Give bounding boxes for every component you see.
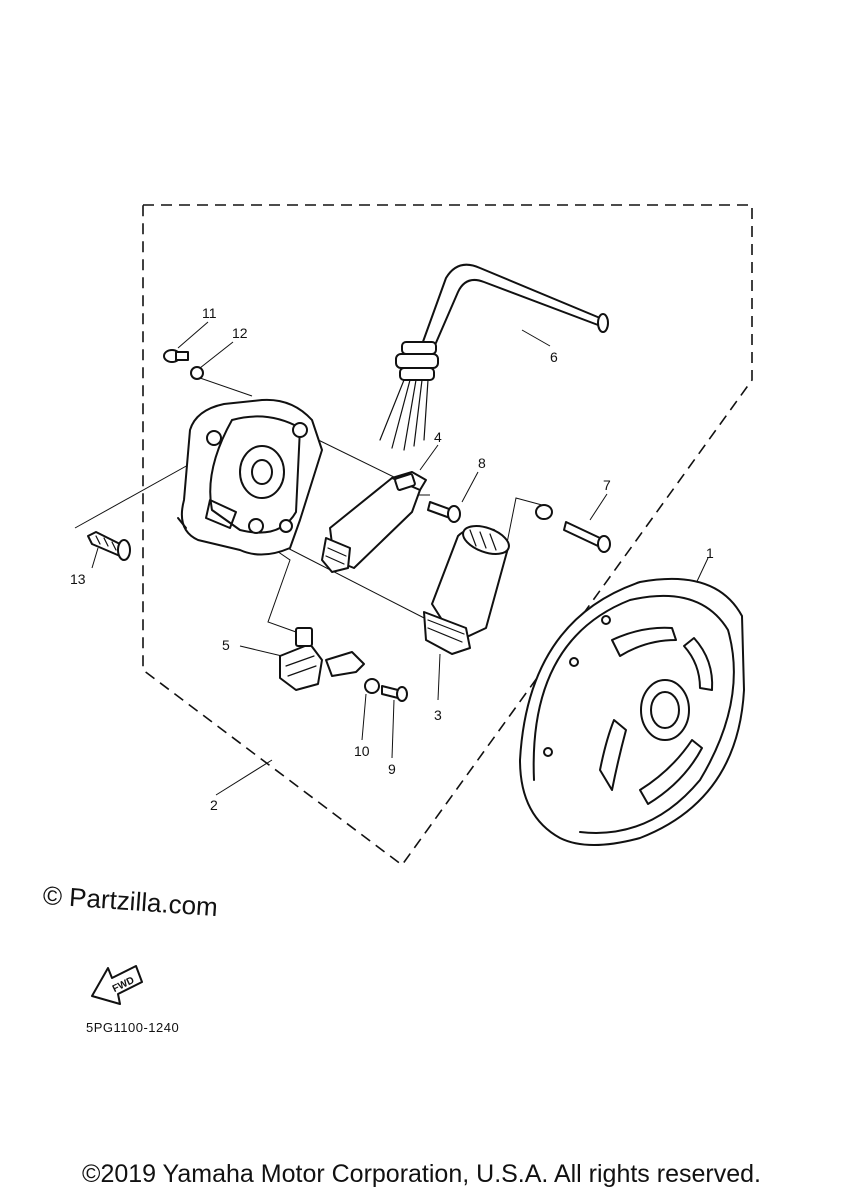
- part-3-coil: [423, 525, 510, 655]
- callout-6: 6: [550, 349, 558, 365]
- part-11-screw: [163, 349, 189, 363]
- fwd-arrow-icon: FWD: [91, 965, 143, 1005]
- hardware: [87, 349, 611, 702]
- callout-2: 2: [210, 797, 218, 813]
- callout-3: 3: [434, 707, 442, 723]
- part-5-pickup: [279, 627, 365, 691]
- copyright-notice: ©2019 Yamaha Motor Corporation, U.S.A. A…: [82, 1160, 761, 1188]
- callout-11: 11: [202, 305, 217, 321]
- part-13-screw: [87, 531, 131, 561]
- callout-8: 8: [478, 455, 486, 471]
- part-9-screw: [381, 685, 408, 702]
- callout-4: 4: [434, 429, 442, 445]
- part-7-bolt: [535, 504, 611, 553]
- callout-9: 9: [388, 761, 396, 777]
- leader-lines: [74, 321, 709, 796]
- callout-5: 5: [222, 637, 230, 653]
- callout-1: 1: [706, 545, 714, 561]
- part-8-bolt: [427, 501, 461, 523]
- diagram-code: 5PG1100-1240: [86, 1020, 180, 1035]
- callout-12: 12: [232, 325, 248, 341]
- part-12-washer: [190, 366, 204, 380]
- callout-numbers: 1 2 3 4 5 6 7 8 9 10 11 12 13: [70, 305, 714, 813]
- part-6-wire-harness: [379, 263, 609, 451]
- callout-10: 10: [354, 743, 370, 759]
- part-2-stator-base-plate: [177, 398, 323, 556]
- part-10-washer: [364, 678, 380, 694]
- part-1-flywheel-rotor: [519, 577, 745, 846]
- callout-7: 7: [603, 477, 611, 493]
- part-4-coil: [321, 471, 427, 573]
- callout-13: 13: [70, 571, 86, 587]
